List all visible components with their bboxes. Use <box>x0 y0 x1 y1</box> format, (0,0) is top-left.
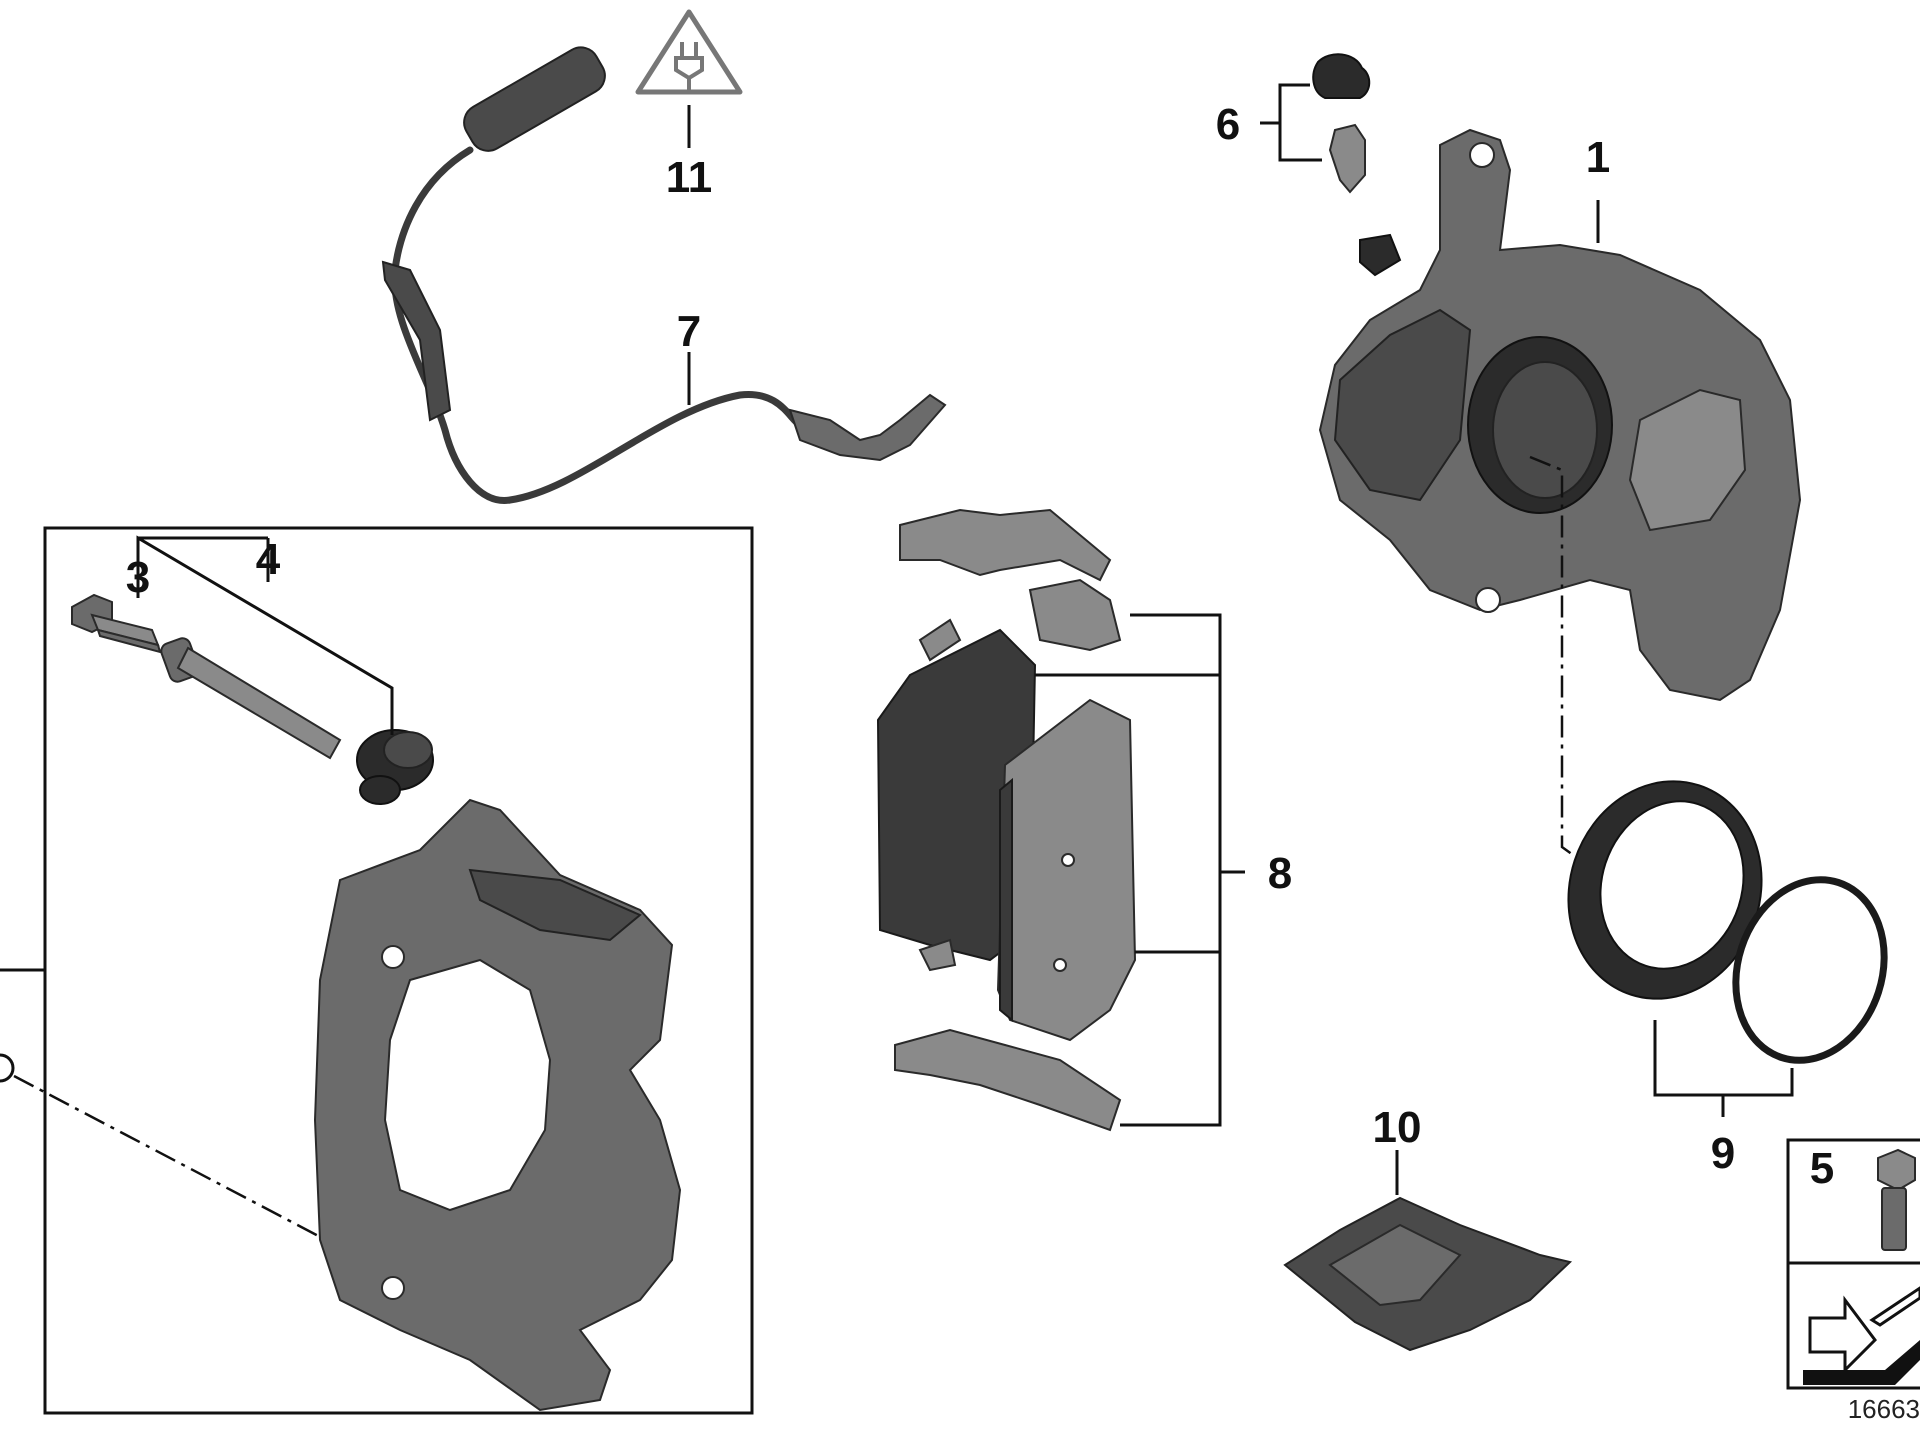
callout-8-bracket <box>1120 613 1222 1127</box>
callout-9-bracket <box>1653 1020 1794 1097</box>
callout-8: 8 <box>1268 849 1292 898</box>
callout-6: 6 <box>1216 100 1240 149</box>
grease-packet-part <box>1283 1196 1573 1352</box>
piston-seal-dash-line <box>1529 455 1736 947</box>
guide-pin-boot-part <box>356 729 434 805</box>
bleeder-valve-part <box>1328 123 1366 194</box>
callout-10: 10 <box>1373 1103 1422 1152</box>
electrical-warning-icon <box>635 9 743 95</box>
bleeder-cap-part <box>1312 53 1371 99</box>
callout-4: 4 <box>256 535 281 584</box>
piston-seal-part <box>1567 780 1763 1000</box>
brake-caliper-housing-part <box>1318 128 1802 702</box>
callout-7: 7 <box>677 307 701 356</box>
callout-3: 3 <box>126 553 150 602</box>
partial-circle-marker <box>0 1053 15 1083</box>
brake-pad-right <box>996 698 1137 1042</box>
brake-pad-clips-top <box>899 508 1122 652</box>
note-symbol-frame <box>1786 1261 1920 1390</box>
guide-pin-part <box>160 637 342 760</box>
callout-3-4-bracket <box>136 535 394 735</box>
diagram-reference-number: 16663 <box>1848 1394 1920 1424</box>
callout-9: 9 <box>1711 1129 1735 1178</box>
callout-1: 1 <box>1586 133 1610 182</box>
brake-wear-sensor-part <box>381 46 947 504</box>
callout-6-bracket <box>1278 83 1322 162</box>
mounting-bolt-part <box>1877 1148 1916 1251</box>
brake-pad-clips-bottom <box>894 1028 1122 1132</box>
callout-11: 11 <box>666 153 713 202</box>
piston-o-ring-part <box>1732 876 1888 1064</box>
caliper-carrier-part <box>313 798 682 1412</box>
torque-note-icon <box>1803 1286 1920 1385</box>
guide-bolt-part <box>71 593 162 654</box>
callout-5: 5 <box>1810 1144 1834 1193</box>
carrier-dash-line <box>13 1074 346 1252</box>
brake-pad-left <box>876 618 1037 972</box>
